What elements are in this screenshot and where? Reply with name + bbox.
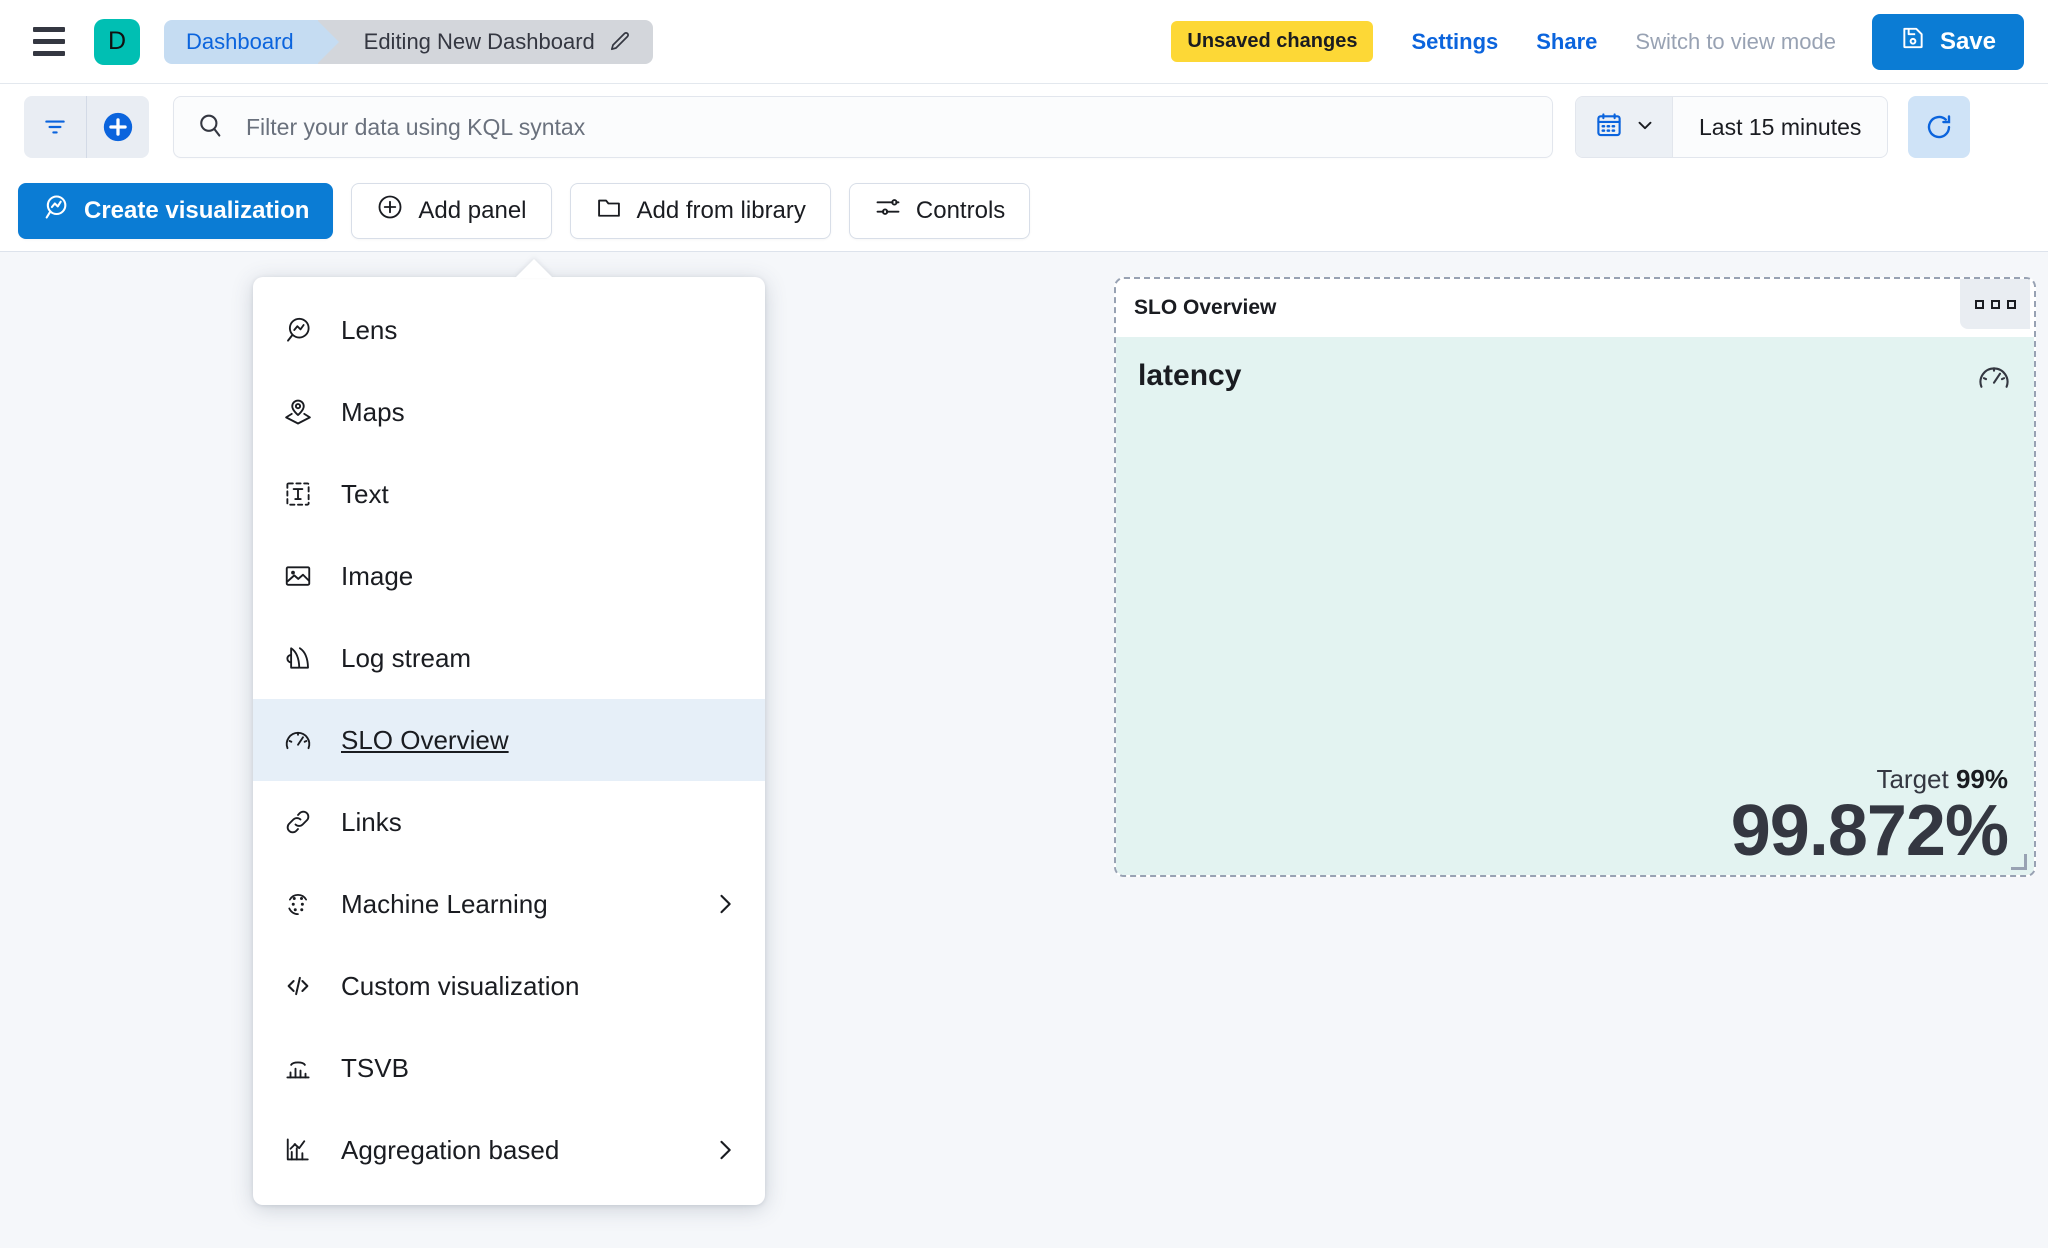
- space-avatar[interactable]: D: [94, 18, 140, 65]
- slo-target: Target 99%: [1731, 764, 2008, 795]
- text-box-icon: [281, 477, 315, 511]
- menu-item-label: Image: [341, 560, 414, 591]
- folder-icon: [595, 193, 623, 228]
- menu-item-maps[interactable]: Maps: [253, 371, 765, 453]
- date-picker-group: Last 15 minutes: [1575, 96, 1889, 158]
- chevron-right-icon: [711, 890, 739, 918]
- filter-icon[interactable]: [24, 96, 86, 158]
- slo-sli-value: 99.872%: [1730, 790, 2009, 871]
- dashboard-toolbar: Create visualization Add panel Add from …: [0, 170, 2048, 252]
- menu-item-machine-learning[interactable]: Machine Learning: [253, 863, 765, 945]
- aggregation-icon: [281, 1133, 315, 1167]
- menu-item-label: Machine Learning: [341, 888, 548, 919]
- share-link[interactable]: Share: [1536, 28, 1598, 54]
- slo-target-prefix: Target: [1876, 763, 1949, 794]
- gauge-icon: [281, 723, 315, 757]
- unsaved-changes-badge[interactable]: Unsaved changes: [1171, 21, 1374, 62]
- filter-group: [24, 96, 149, 158]
- plus-circle-icon[interactable]: [87, 96, 149, 158]
- panel-title: SLO Overview: [1134, 296, 1277, 319]
- breadcrumb-dashboard-label: Dashboard: [186, 28, 294, 54]
- log-stream-icon: [281, 641, 315, 675]
- add-from-library-button[interactable]: Add from library: [569, 182, 831, 239]
- hamburger-icon[interactable]: [26, 19, 72, 65]
- chevron-down-icon: [1634, 114, 1656, 141]
- link-icon: [281, 805, 315, 839]
- date-quick-select-button[interactable]: [1576, 97, 1673, 157]
- menu-item-log-stream[interactable]: Log stream: [253, 617, 765, 699]
- query-bar: Last 15 minutes: [0, 84, 2048, 170]
- controls-label: Controls: [915, 196, 1006, 224]
- calendar-icon: [1594, 110, 1624, 145]
- controls-icon: [874, 193, 902, 228]
- menu-item-label: Custom visualization: [341, 970, 580, 1001]
- code-icon: [281, 969, 315, 1003]
- save-button-label: Save: [1939, 27, 1996, 55]
- slo-target-value: 99%: [1955, 763, 2008, 794]
- menu-item-label: Maps: [341, 396, 405, 427]
- header-actions: Unsaved changes Settings Share Switch to…: [1171, 13, 2024, 70]
- menu-item-aggregation-based[interactable]: Aggregation based: [253, 1109, 765, 1191]
- save-disk-icon: [1900, 25, 1926, 58]
- menu-item-lens[interactable]: Lens: [253, 289, 765, 371]
- panel-header: SLO Overview: [1116, 279, 2034, 337]
- slo-content: latency Target 99% 99.872%: [1116, 337, 2034, 875]
- slo-metric-name: latency: [1138, 359, 1242, 392]
- chevron-right-icon: [711, 1136, 739, 1164]
- add-panel-label: Add panel: [418, 196, 527, 224]
- menu-item-links[interactable]: Links: [253, 781, 765, 863]
- save-button[interactable]: Save: [1871, 13, 2024, 70]
- menu-item-label: Aggregation based: [341, 1134, 560, 1165]
- add-from-library-label: Add from library: [636, 196, 806, 224]
- menu-item-label: SLO Overview: [341, 724, 509, 755]
- tsvb-icon: [281, 1051, 315, 1085]
- breadcrumb-dashboard[interactable]: Dashboard: [164, 19, 339, 64]
- slo-overview-panel[interactable]: SLO Overview latency Target 99% 99.872%: [1114, 277, 2036, 877]
- menu-item-tsvb[interactable]: TSVB: [253, 1027, 765, 1109]
- menu-item-label: Text: [341, 478, 389, 509]
- search-icon: [196, 111, 224, 144]
- dashboard-canvas: Lens Maps Text: [0, 252, 2048, 1248]
- controls-button[interactable]: Controls: [848, 182, 1031, 239]
- time-range-value[interactable]: Last 15 minutes: [1699, 113, 1862, 140]
- menu-item-label: Lens: [341, 314, 398, 345]
- menu-item-slo-overview[interactable]: SLO Overview: [253, 699, 765, 781]
- machine-learning-icon: [281, 887, 315, 921]
- settings-link[interactable]: Settings: [1411, 28, 1499, 54]
- search-input-wrapper[interactable]: [173, 96, 1553, 158]
- menu-item-label: Log stream: [341, 642, 472, 673]
- three-squares-icon[interactable]: [1960, 279, 2030, 329]
- menu-item-custom-visualization[interactable]: Custom visualization: [253, 945, 765, 1027]
- app-header: D Dashboard Editing New Dashboard Unsave…: [0, 0, 2048, 84]
- popover-arrow: [515, 259, 553, 278]
- plus-circle-icon: [376, 193, 404, 228]
- slo-values: Target 99% 99.872%: [1730, 764, 2009, 871]
- breadcrumb: Dashboard Editing New Dashboard: [164, 19, 653, 64]
- map-marker-icon: [281, 395, 315, 429]
- menu-item-image[interactable]: Image: [253, 535, 765, 617]
- menu-item-label: TSVB: [341, 1052, 409, 1083]
- divider: [86, 96, 87, 158]
- pencil-icon[interactable]: [607, 30, 631, 54]
- lens-icon: [281, 313, 315, 347]
- add-panel-button[interactable]: Add panel: [351, 182, 552, 239]
- breadcrumb-editing-new-dashboard[interactable]: Editing New Dashboard: [317, 19, 653, 64]
- search-input[interactable]: [246, 113, 1530, 141]
- create-visualization-button[interactable]: Create visualization: [18, 182, 334, 239]
- panel-resize-handle[interactable]: [2011, 854, 2027, 870]
- add-panel-menu: Lens Maps Text: [253, 259, 765, 1205]
- menu-item-text[interactable]: Text: [253, 453, 765, 535]
- menu-item-label: Links: [341, 806, 402, 837]
- image-icon: [281, 559, 315, 593]
- breadcrumb-editing-label: Editing New Dashboard: [363, 28, 595, 54]
- create-visualization-label: Create visualization: [84, 196, 310, 224]
- refresh-icon[interactable]: [1908, 96, 1971, 158]
- switch-to-view-mode-link[interactable]: Switch to view mode: [1635, 28, 1836, 54]
- gauge-icon: [1976, 359, 2012, 400]
- lens-icon: [42, 193, 70, 228]
